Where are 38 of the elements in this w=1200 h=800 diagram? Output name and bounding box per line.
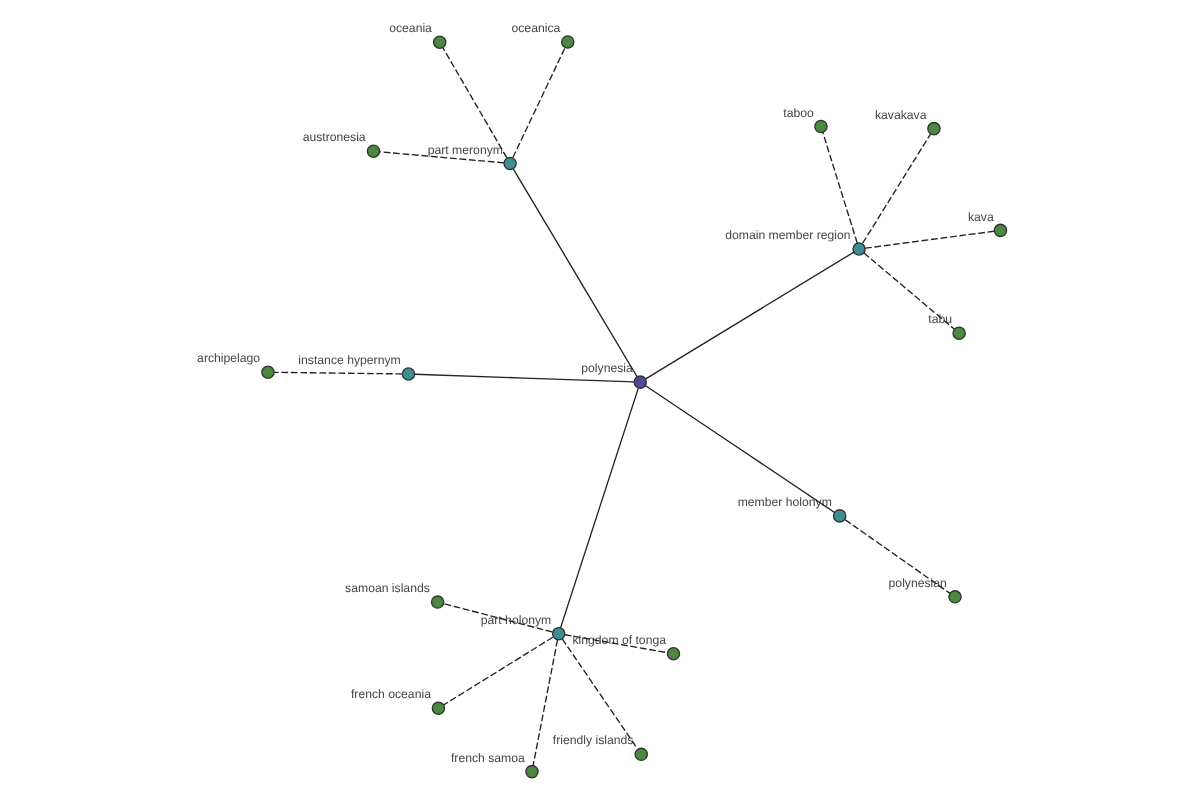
connector — [378, 151, 504, 164]
node-circle — [665, 646, 680, 661]
node-circle — [632, 375, 647, 389]
connector — [441, 47, 507, 159]
node-circle — [550, 626, 565, 641]
node-circle — [851, 242, 865, 256]
connector — [272, 371, 402, 375]
connector — [821, 131, 857, 244]
node-circle — [430, 701, 445, 715]
connector — [861, 133, 931, 244]
node-circle — [400, 367, 415, 381]
connector — [511, 168, 637, 378]
connector — [558, 387, 638, 629]
node-circle — [560, 35, 574, 49]
connector — [442, 636, 553, 706]
node-circle — [633, 747, 647, 762]
node-circle — [524, 764, 538, 779]
connector — [511, 46, 565, 159]
node-circle — [951, 326, 965, 340]
connector — [843, 519, 950, 594]
connector — [644, 251, 854, 380]
node-circle — [365, 144, 380, 159]
node-circle — [502, 156, 516, 171]
connector — [560, 638, 638, 750]
node-circle — [831, 509, 846, 523]
connector — [863, 230, 994, 249]
connector — [862, 252, 954, 330]
node-circle — [992, 223, 1007, 238]
connector — [413, 373, 634, 383]
connector — [441, 602, 552, 633]
node-circle — [431, 35, 446, 50]
connector — [531, 639, 558, 766]
node-circle — [926, 121, 940, 136]
connector — [643, 385, 835, 514]
node-circle — [260, 365, 274, 380]
node-circle — [813, 119, 827, 134]
node-circle — [947, 590, 961, 604]
node-circle — [429, 595, 444, 609]
